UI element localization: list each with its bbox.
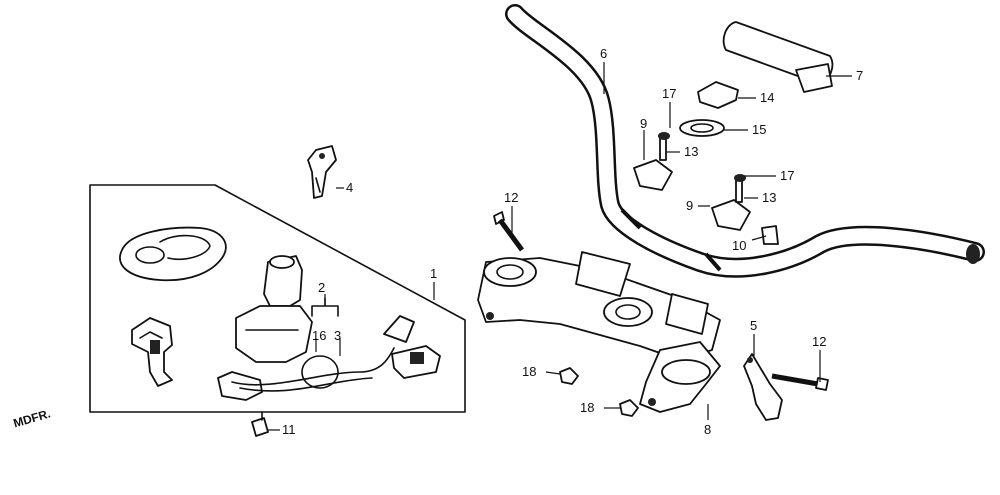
nut-18-left [559,367,579,385]
ignition-switch [217,255,441,401]
label-17-upper: 17 [662,86,676,101]
label-6: 6 [600,46,607,61]
label-7: 7 [856,68,863,83]
nut-18-right [619,399,639,417]
label-11: 11 [282,422,296,437]
bolt-12-upper [493,211,525,252]
mark-10 [761,225,779,245]
label-15: 15 [752,122,766,137]
clamp-5 [743,353,783,421]
label-18-right: 18 [580,400,594,415]
label-3: 3 [334,328,341,343]
label-2: 2 [318,280,325,295]
handlebar-holder-right [711,174,751,231]
label-4: 4 [346,180,353,195]
label-9-upper: 9 [640,116,647,131]
screw-11 [251,411,269,437]
label-17-lower: 17 [780,168,794,183]
leader-lines [268,62,852,431]
handlebar-inner [507,6,983,276]
watermark: MDFR. [12,406,52,430]
handlebar-end [966,244,980,264]
label-8: 8 [704,422,711,437]
switch-bracket [131,317,173,387]
throttle-grip [722,21,834,93]
label-16: 16 [312,328,326,343]
nut-14 [697,81,739,109]
top-bridge [477,251,721,413]
washer-15 [679,119,725,137]
label-13-upper: 13 [684,144,698,159]
label-10: 10 [732,238,746,253]
label-12-upper: 12 [504,190,518,205]
label-12-lower: 12 [812,334,826,349]
label-9-lower: 9 [686,198,693,213]
label-5: 5 [750,318,757,333]
ignition-key [307,145,337,199]
bolt-12-lower [771,373,829,391]
label-14: 14 [760,90,774,105]
ignition-group-frame [89,184,466,413]
handlebar-holder-left [633,132,673,191]
callout-labels: 1 2 3 4 5 6 7 8 9 9 10 11 12 12 13 13 14… [282,46,863,437]
label-18-left: 18 [522,364,536,379]
label-13-lower: 13 [762,190,776,205]
watermark-text: MDFR. [12,406,52,430]
handlebar-bands [620,208,722,272]
label-1: 1 [430,266,437,281]
ignition-cover [119,226,227,282]
